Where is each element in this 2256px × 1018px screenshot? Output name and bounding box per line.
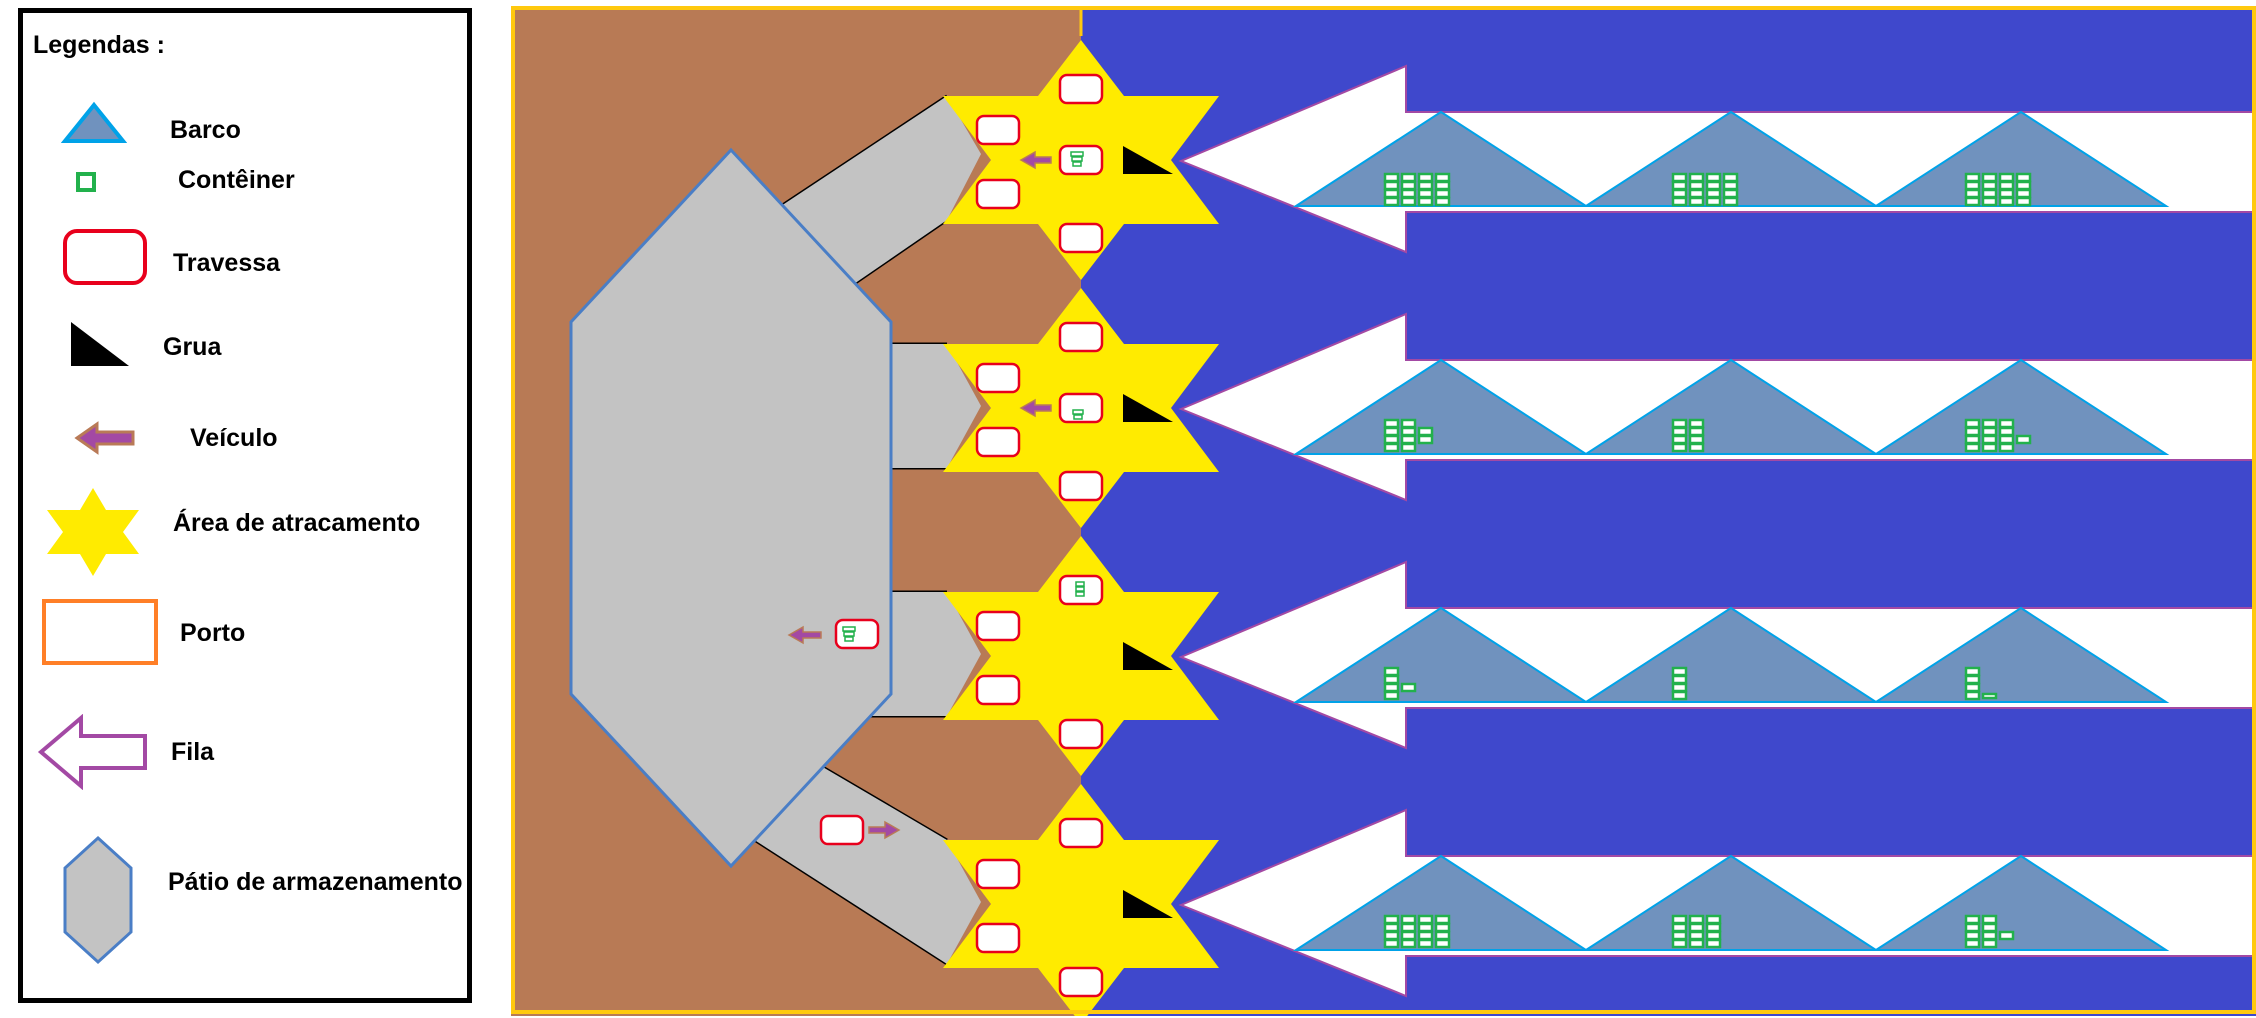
road-vehicle-4 [819, 814, 901, 846]
legend-panel: Legendas : Barco Contêiner Travessa Grua… [18, 8, 472, 1003]
legend-label-atracamento: Área de atracamento [173, 509, 421, 537]
port-diagram [511, 6, 2256, 1016]
yard-vehicle [787, 618, 880, 650]
outline-arrow-icon [37, 714, 147, 790]
port-border [511, 6, 2256, 1014]
berth-area-4 [943, 784, 1219, 1016]
arrow-left-icon [74, 421, 135, 455]
boat-row-4 [1292, 854, 2170, 951]
legend-label-barco: Barco [170, 116, 241, 144]
boat-row-2 [1292, 358, 2170, 455]
berth-area-1 [943, 40, 1219, 280]
legend-label-fila: Fila [171, 738, 215, 766]
boat-triangle-icon [61, 101, 127, 143]
boat-row-3 [1292, 606, 2170, 703]
boat-row-1 [1292, 110, 2170, 207]
rounded-rect-icon [63, 229, 147, 285]
legend-label-porto: Porto [180, 619, 246, 647]
container-square-icon [76, 172, 96, 192]
legend-label-travessa: Travessa [173, 249, 281, 277]
crane-triangle-icon [71, 322, 129, 366]
star-icon [47, 488, 139, 576]
legend-label-patio: Pátio de armazenamento [168, 868, 463, 896]
storage-yard [569, 147, 893, 869]
orange-rect-icon [42, 599, 158, 665]
legend-label-conteiner: Contêiner [178, 166, 295, 194]
legend-label-grua: Grua [163, 333, 222, 361]
berth-area-2 [943, 288, 1219, 528]
berth-area-3 [943, 536, 1219, 776]
hexagon-icon [63, 835, 133, 965]
legend-title: Legendas : [33, 31, 165, 59]
legend-label-veiculo: Veículo [190, 424, 278, 452]
